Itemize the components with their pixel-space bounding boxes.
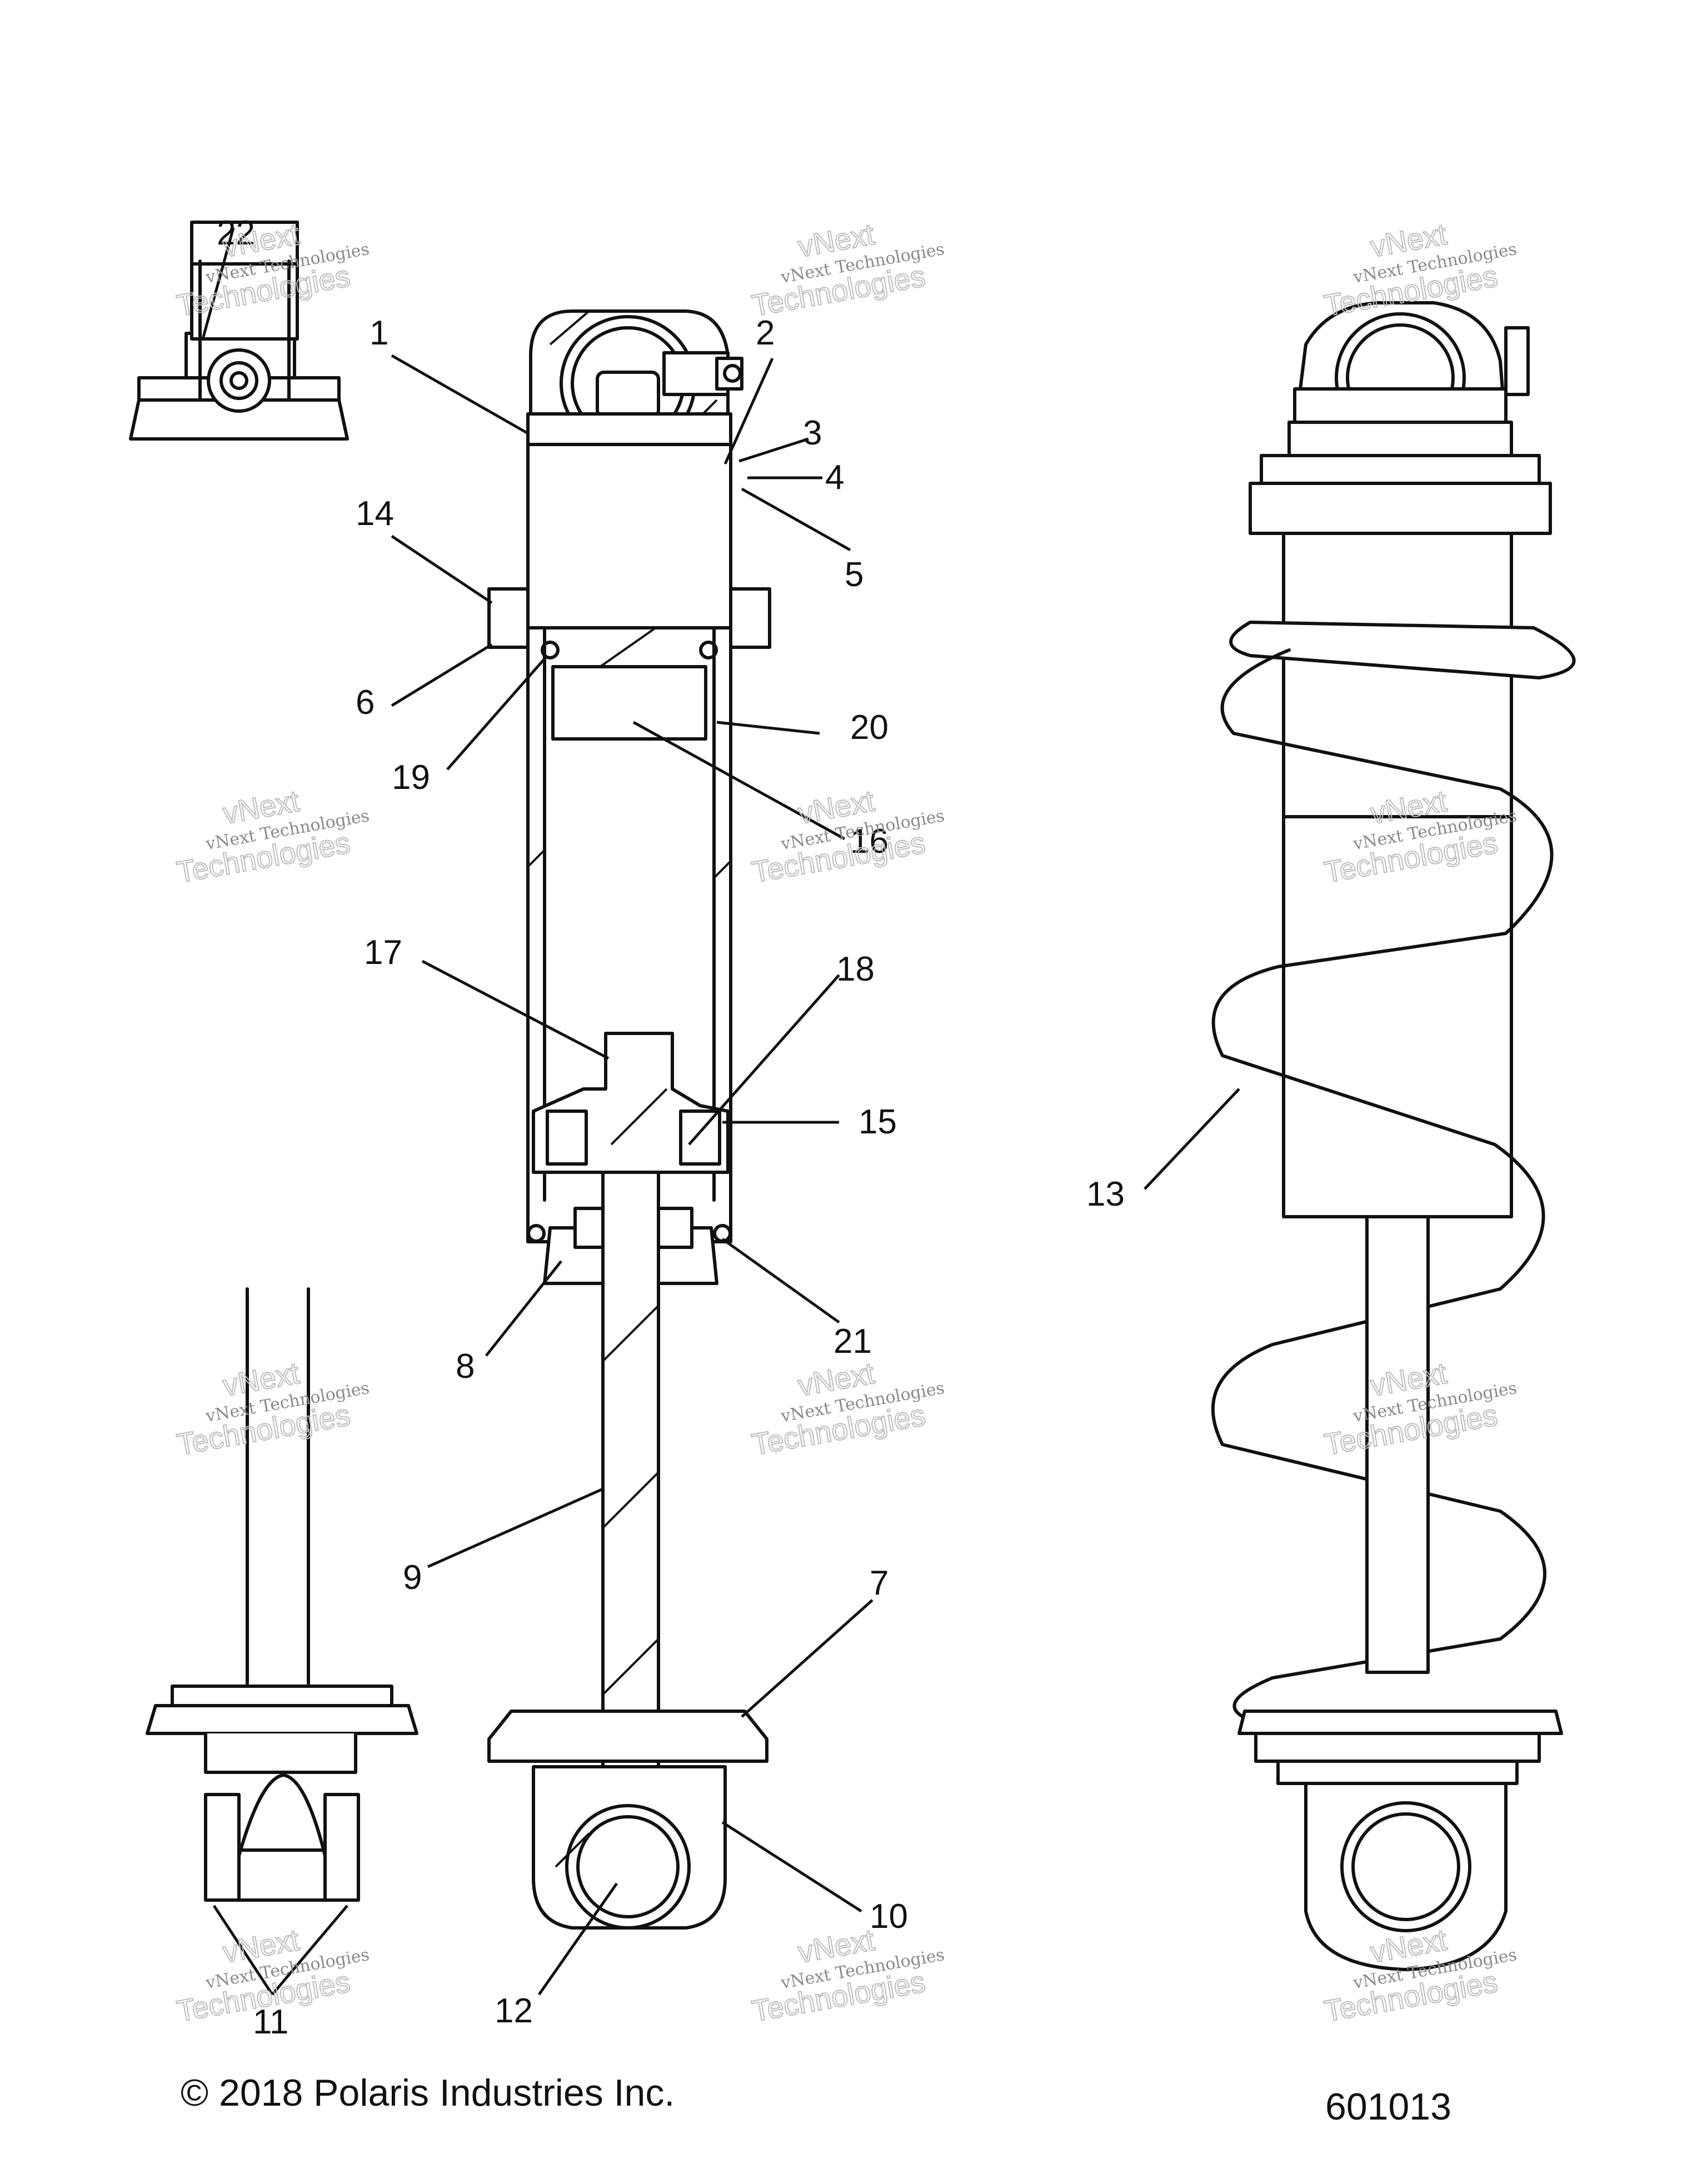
- watermark: vNext vNext Technologies Technologies: [749, 217, 946, 323]
- callout-4: 4: [825, 458, 844, 497]
- callout-15: 15: [859, 1103, 897, 1141]
- callout-12: 12: [495, 1992, 533, 2030]
- diagram-number: 601013: [1325, 2086, 1451, 2128]
- callout-14: 14: [356, 494, 394, 533]
- callout-17: 17: [364, 933, 402, 972]
- shock-assembled-view: [1211, 301, 1576, 1971]
- callout-8: 8: [456, 1347, 475, 1386]
- callout-3: 3: [803, 414, 822, 452]
- bottom-eyelet-side-view: [146, 1287, 418, 1996]
- callout-19: 19: [392, 758, 430, 797]
- watermark: vNext vNext Technologies Technologies: [1321, 217, 1519, 323]
- copyright-text: © 2018 Polaris Industries Inc.: [181, 2072, 675, 2114]
- watermark: vNext vNext Technologies Technologies: [1321, 1356, 1519, 1462]
- top-eyelet-side-view: [129, 221, 349, 441]
- callout-2: 2: [756, 314, 775, 352]
- watermark: vNext vNext Technologies Technologies: [174, 1923, 371, 2029]
- watermark: vNext vNext Technologies Technologies: [749, 784, 946, 890]
- callout-7: 7: [870, 1564, 889, 1602]
- callout-22: 22: [217, 214, 255, 252]
- callout-1: 1: [370, 314, 388, 352]
- callout-leaders: [391, 354, 1240, 1996]
- callout-labels: 22 1 2 3 4 5 14 6 19 20 16 17 18 15 13 8…: [217, 214, 1125, 2041]
- watermark: vNext vNext Technologies Technologies: [749, 1356, 946, 1462]
- callout-9: 9: [403, 1558, 422, 1597]
- callout-5: 5: [845, 556, 864, 594]
- watermark: vNext vNext Technologies Technologies: [749, 1923, 946, 2029]
- callout-13: 13: [1086, 1175, 1125, 1213]
- callout-21: 21: [833, 1322, 872, 1361]
- watermark: vNext vNext Technologies Technologies: [1321, 784, 1519, 890]
- watermark: vNext vNext Technologies Technologies: [174, 784, 371, 890]
- callout-16: 16: [850, 822, 889, 861]
- shock-cutaway-view: [487, 309, 771, 1930]
- watermark: vNext vNext Technologies Technologies: [174, 1356, 371, 1462]
- callout-6: 6: [356, 683, 375, 722]
- callout-10: 10: [870, 1897, 908, 1936]
- callout-20: 20: [850, 708, 889, 747]
- callout-11: 11: [253, 2003, 288, 2041]
- callout-18: 18: [836, 950, 875, 988]
